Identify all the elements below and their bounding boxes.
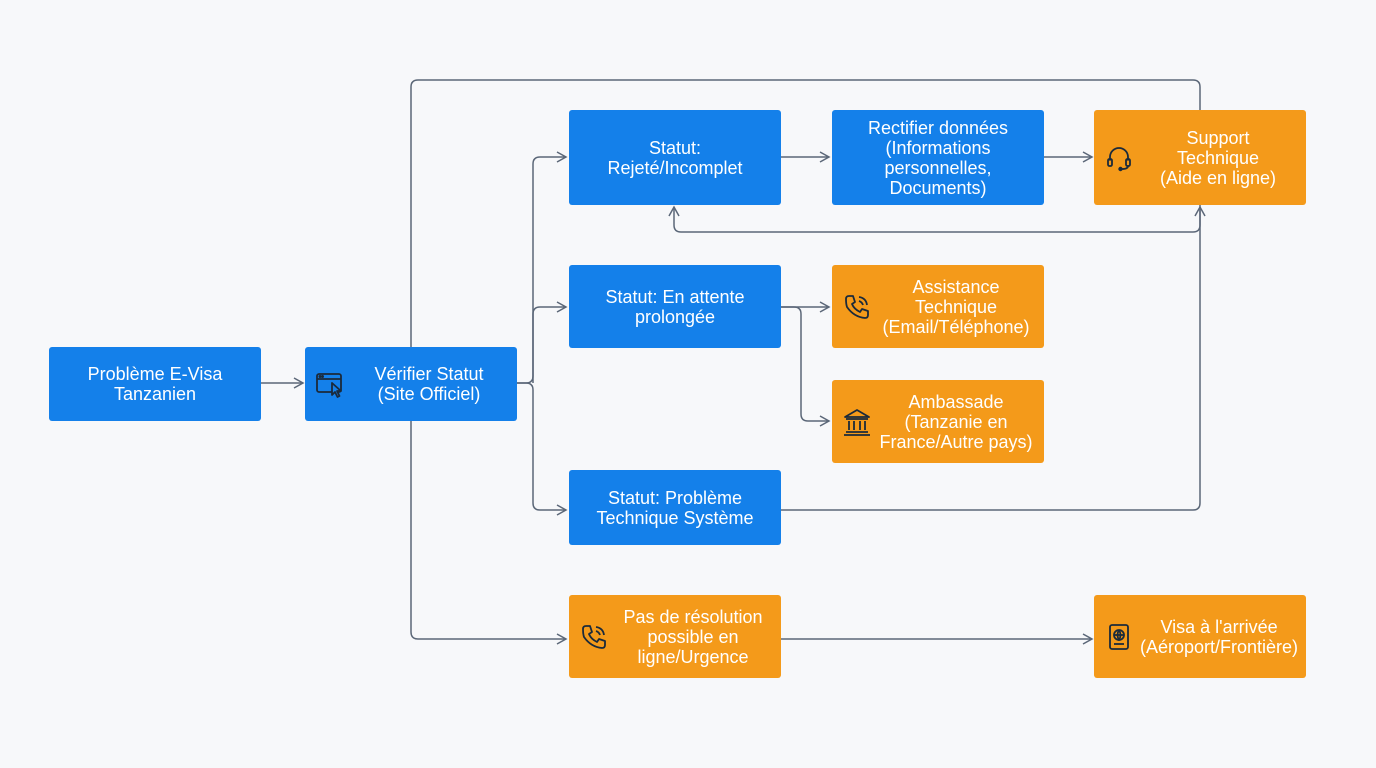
headset-icon — [1102, 141, 1136, 175]
phone-icon — [840, 290, 874, 324]
node-text-line: (Aéroport/Frontière) — [1140, 636, 1299, 657]
node-support-technique: Support Technique (Aide en ligne) — [1094, 110, 1306, 205]
node-visa-a-larrivee: Visa à l'arrivée (Aéroport/Frontière) — [1094, 595, 1306, 678]
node-text-line: Documents) — [889, 177, 987, 198]
embassy-building-icon — [840, 405, 874, 439]
connector-verify-to-system — [517, 382, 568, 516]
node-text-line: Problème E-Visa — [87, 364, 223, 384]
node-pas-de-resolution: Pas de résolution possible en ligne/Urge… — [569, 595, 781, 678]
node-text-line: ligne/Urgence — [637, 646, 749, 667]
phone-icon — [577, 620, 611, 654]
node-text-line: Rectifier données — [867, 117, 1009, 138]
node-text-line: Statut: En attente — [605, 286, 745, 307]
connector-support-to-rejected — [668, 205, 1201, 233]
connector-verify-to-support-top — [410, 79, 1201, 347]
connector-pending-to-embassy — [781, 306, 831, 427]
node-text-line: Technique — [914, 296, 998, 317]
node-assistance-technique: Assistance Technique (Email/Téléphone) — [832, 265, 1044, 348]
node-text-line: Ambassade — [908, 391, 1004, 412]
node-text-line: Visa à l'arrivée — [1160, 616, 1278, 637]
connector-verify-to-pending — [532, 301, 568, 383]
node-text-line: (Tanzanie en — [904, 411, 1008, 432]
node-verifier-statut: Vérifier Statut (Site Officiel) — [305, 347, 517, 421]
node-statut-rejete: Statut: Rejeté/Incomplet — [569, 110, 781, 205]
node-text-line: Tanzanien — [113, 384, 197, 404]
node-text-line: Support — [1186, 127, 1250, 148]
node-probleme-evisa: Problème E-Visa Tanzanien — [49, 347, 261, 421]
node-text-line: possible en — [647, 626, 739, 647]
node-text-line: Pas de résolution — [623, 606, 763, 627]
node-statut-en-attente: Statut: En attente prolongée — [569, 265, 781, 348]
node-text-line: Rejeté/Incomplet — [607, 157, 743, 178]
node-text-line: personnelles, — [884, 157, 992, 178]
node-text-line: Statut: Problème — [607, 487, 743, 508]
node-text-line: France/Autre pays) — [879, 431, 1033, 452]
node-text-line: Technique — [1176, 147, 1260, 168]
node-text-line: (Email/Téléphone) — [882, 316, 1030, 337]
node-ambassade: Ambassade (Tanzanie en France/Autre pays… — [832, 380, 1044, 463]
node-text-line: Assistance — [912, 276, 1000, 297]
node-text-line: (Site Officiel) — [377, 384, 481, 404]
node-text-line: Technique Système — [596, 507, 754, 528]
node-rectifier-donnees: Rectifier données (Informations personne… — [832, 110, 1044, 205]
node-text-line: (Informations — [885, 137, 991, 158]
connector-verify-to-urgent — [410, 421, 568, 645]
passport-icon — [1102, 620, 1136, 654]
node-text-line: Vérifier Statut — [374, 364, 484, 384]
browser-cursor-icon — [313, 367, 347, 401]
connector-system-to-support — [781, 205, 1206, 511]
node-statut-probleme-systeme: Statut: Problème Technique Système — [569, 470, 781, 545]
node-text-line: Statut: — [648, 137, 701, 158]
connector-verify-to-rejected — [517, 151, 568, 384]
node-text-line: prolongée — [634, 306, 716, 327]
node-text-line: (Aide en ligne) — [1159, 167, 1277, 188]
